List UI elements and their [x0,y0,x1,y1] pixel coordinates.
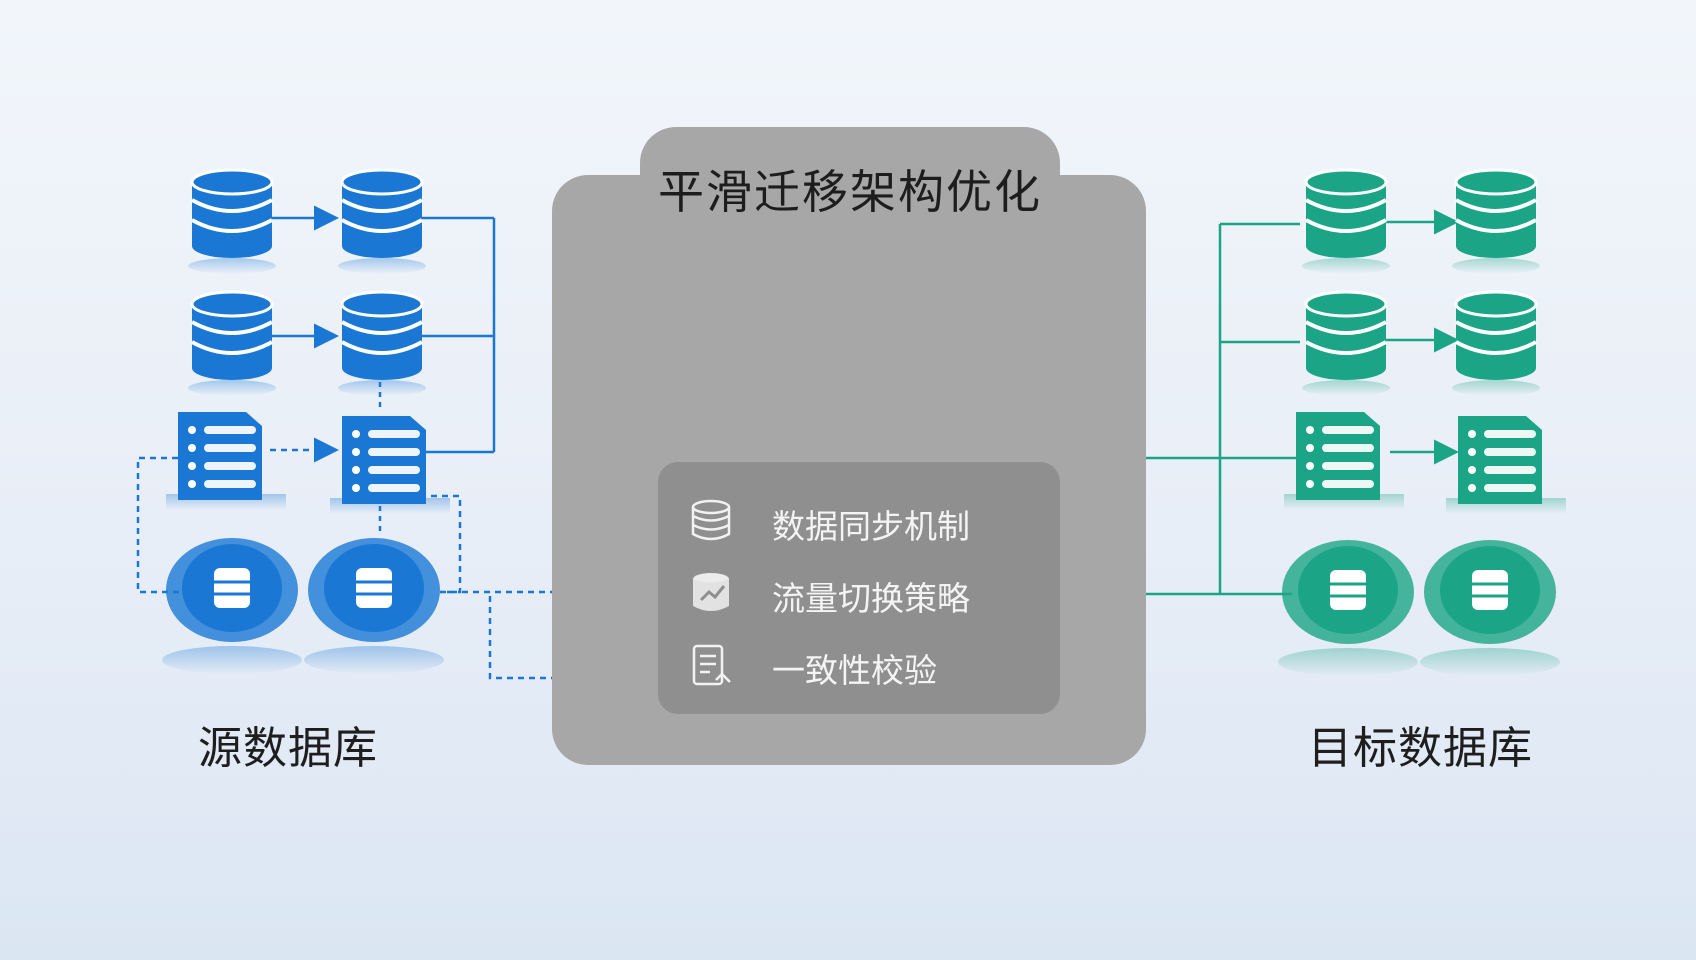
source-database-icon [188,290,276,396]
feature-label: 数据同步机制 [772,507,970,546]
target-node-icon [1420,540,1560,676]
traffic-switch-icon [693,573,729,611]
target-database-icon [1302,168,1390,274]
database-sync-icon [691,499,731,541]
target-database-icon [1452,290,1540,396]
feature-label: 流量切换策略 [772,579,970,618]
feature-item-consistency-check: 一致性校验 [658,634,1060,694]
source-database-icon [338,290,426,396]
target-database-icon [1452,168,1540,274]
feature-item-traffic-switch: 流量切换策略 [658,562,1060,622]
source-database-icon [188,168,276,274]
target-database-icon [1302,290,1390,396]
source-server-icon [166,412,286,510]
target-node-icon [1278,540,1418,676]
feature-item-data-sync: 数据同步机制 [658,490,1060,550]
source-server-icon [330,416,450,514]
feature-label: 一致性校验 [772,651,937,690]
source-database-label: 源数据库 [198,723,378,774]
source-database-icon [338,168,426,274]
checklist-icon [692,644,731,686]
target-database-label: 目标数据库 [1308,723,1533,774]
panel-title: 平滑迁移架构优化 [658,165,1042,219]
target-server-icon [1284,412,1404,510]
target-server-icon [1446,416,1566,514]
source-node-icon [162,538,302,674]
source-node-icon [304,538,444,674]
